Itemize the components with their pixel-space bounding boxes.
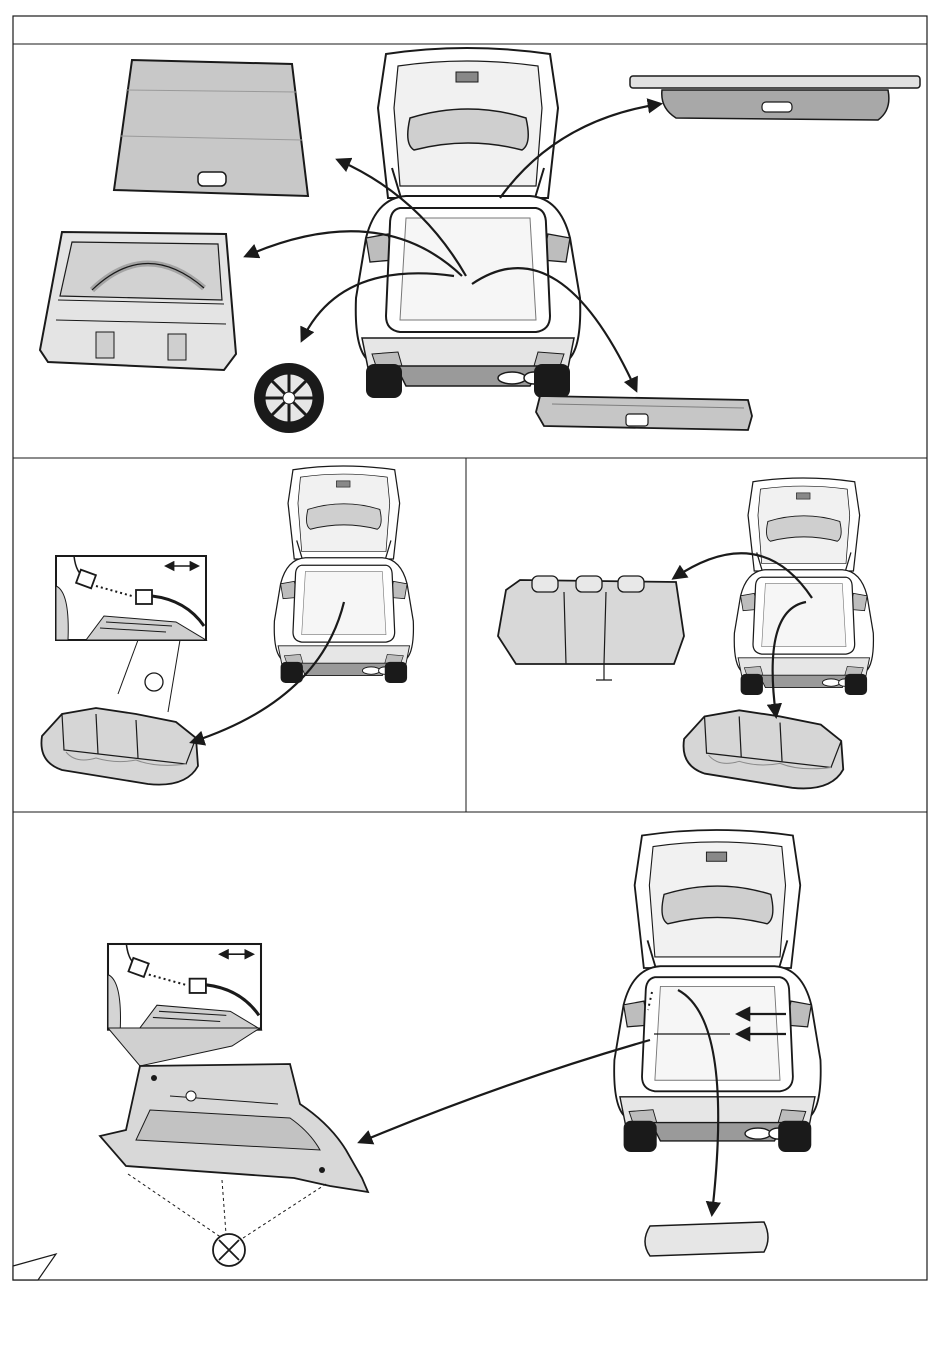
tonneau-cover-icon: [630, 76, 920, 120]
car-rear-open-icon: [274, 466, 413, 683]
car-rear-open-icon: [356, 48, 581, 398]
callout-wedge: [108, 1028, 260, 1066]
panel-cargo-area-parts: [40, 48, 920, 433]
spare-wheel-icon: [254, 363, 324, 433]
seat-cushion-icon: [684, 710, 844, 788]
luggage-cover-icon: [114, 60, 308, 196]
seat-back-icon: [498, 576, 684, 680]
seat-cushion-icon: [41, 708, 198, 785]
rear-sill-trim-icon: [536, 396, 752, 430]
side-trim-panel-icon: [100, 1064, 368, 1192]
page-number-tab: [13, 1254, 56, 1280]
trim-strip-icon: [645, 1222, 768, 1256]
cargo-tray-icon: [40, 232, 236, 370]
clip-removal-icon: [128, 1174, 326, 1266]
panel-rear-seat-cushion: [41, 466, 413, 785]
clip-detail-icon: [145, 673, 163, 691]
panel-rear-seat-back: [498, 478, 873, 788]
panel-side-trim-panel: [100, 830, 821, 1266]
connector-detail-icon: [108, 944, 261, 1030]
connector-detail-icon: [56, 556, 206, 640]
